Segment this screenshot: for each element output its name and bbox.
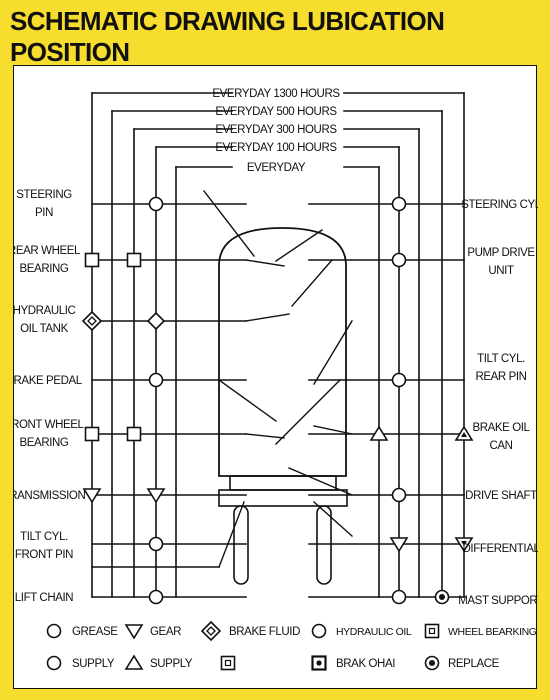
- left-label: TRANSMISSION: [14, 490, 85, 502]
- legend-label: WHEEL BEARKING: [448, 626, 537, 638]
- legend-label: SUPPLY: [150, 658, 193, 670]
- left-label: FRONT PIN: [15, 549, 73, 561]
- lube-marker-triangle-down-filled: [454, 537, 474, 553]
- lube-marker-circle: [148, 589, 164, 605]
- interval-label: EVERYDAY 1300 HOURS: [212, 88, 340, 100]
- interval-label: EVERYDAY 500 HOURS: [215, 106, 337, 118]
- pointer-line: [275, 229, 323, 262]
- right-label: TILT CYL.: [477, 353, 525, 365]
- right-label: DRIVE SHAFT: [465, 490, 537, 502]
- right-label: MAST SUPPORT: [458, 595, 538, 607]
- lube-marker-square: [126, 252, 142, 268]
- lube-marker-circle: [391, 252, 407, 268]
- pointer-line: [218, 501, 245, 568]
- lube-marker-diamond: [146, 311, 166, 331]
- interval-label: EVERYDAY 100 HOURS: [215, 142, 337, 154]
- legend-label: HYDRAULIC OIL: [336, 626, 412, 638]
- right-label: CAN: [489, 440, 512, 452]
- legend-circle-icon: [311, 623, 327, 639]
- pointer-line: [313, 501, 353, 537]
- left-label: BRAKE PEDAL: [14, 375, 83, 387]
- lube-marker-triangle-down: [146, 488, 166, 504]
- lubrication-schematic: EVERYDAY 1300 HOURS EVERYDAY 500 HOURS EVE…: [14, 88, 539, 671]
- lube-marker-triangle-down: [389, 537, 409, 553]
- legend-label: REPLACE: [448, 658, 500, 670]
- legend-triangle-down-icon: [124, 624, 144, 640]
- legend-circle-icon: [46, 623, 62, 639]
- pointer-line: [245, 433, 285, 439]
- left-label: PIN: [35, 207, 53, 219]
- left-label: TILT CYL.: [20, 531, 68, 543]
- legend-triangle-up-icon: [124, 654, 144, 670]
- legend-square-dot-icon: [424, 623, 440, 639]
- right-label: BRAKE OIL: [472, 422, 530, 434]
- title-bar: SCHEMATIC DRAWING LUBICATION POSITION: [10, 6, 540, 67]
- interval-label: EVERYDAY: [247, 162, 306, 174]
- legend-label: GEAR: [150, 626, 181, 638]
- legend-label: BRAKE FLUID: [229, 626, 300, 638]
- left-label: OIL TANK: [20, 323, 68, 335]
- lube-marker-circle: [391, 487, 407, 503]
- left-label: BEARING: [20, 437, 69, 449]
- lube-marker-triangle-up-filled: [454, 425, 474, 441]
- lube-marker-diamond-boxed: [81, 310, 103, 332]
- lube-marker-circle: [391, 589, 407, 605]
- right-label: PUMP DRIVE: [467, 247, 535, 259]
- diagram-panel: EVERYDAY 1300 HOURS EVERYDAY 500 HOURS EVE…: [13, 65, 539, 689]
- lube-marker-circle: [391, 196, 407, 212]
- mast-rail-right: [316, 505, 332, 585]
- lube-marker-circle: [148, 536, 164, 552]
- right-label: DIFFERENTIAL: [463, 543, 539, 555]
- interval-label: EVERYDAY 300 HOURS: [215, 124, 337, 136]
- diagram-title: SCHEMATIC DRAWING LUBICATION POSITION: [10, 6, 445, 67]
- pointer-line: [245, 259, 285, 267]
- left-label: REAR WHEEL: [14, 245, 81, 257]
- legend-label: BRAK OHAI: [336, 658, 395, 670]
- vehicle-frame: [229, 475, 337, 491]
- pointer-line: [275, 379, 341, 445]
- legend-label: GREASE: [72, 626, 118, 638]
- pointer-line: [313, 425, 353, 435]
- lube-marker-circle: [148, 196, 164, 212]
- lube-marker-circle-dot: [434, 589, 450, 605]
- lube-marker-triangle-up: [369, 425, 389, 441]
- lube-marker-square: [84, 252, 100, 268]
- left-label: STEERING: [16, 189, 72, 201]
- lube-marker-triangle-down: [82, 488, 102, 504]
- legend-label: SUPPLY: [72, 658, 115, 670]
- legend-square-dot-bold-icon: [311, 655, 327, 671]
- right-label: STEERING CYL: [461, 199, 538, 211]
- lube-marker-square: [126, 426, 142, 442]
- legend-circle-icon: [46, 655, 62, 671]
- legend-square-dot-icon: [220, 655, 236, 671]
- left-label: HYDRAULIC: [14, 305, 76, 317]
- right-label: UNIT: [488, 265, 514, 277]
- lube-marker-circle: [148, 372, 164, 388]
- vehicle-axle: [218, 489, 348, 507]
- left-label: BEARING: [20, 263, 69, 275]
- left-label: LIFT CHAIN: [15, 592, 74, 604]
- pointer-line: [288, 467, 353, 496]
- pointer-line: [203, 190, 255, 257]
- legend-diamond-boxed-icon: [200, 620, 222, 642]
- legend-circle-dot-icon: [424, 655, 440, 671]
- right-label: REAR PIN: [475, 371, 526, 383]
- mast-rail-left: [233, 505, 249, 585]
- vehicle-body: [218, 227, 347, 477]
- pointer-line: [291, 259, 333, 307]
- left-label: FRONT WHEEL: [14, 419, 85, 431]
- diagram-frame: SCHEMATIC DRAWING LUBICATION POSITION EV…: [10, 6, 540, 692]
- lube-marker-circle: [391, 372, 407, 388]
- pointer-line: [245, 313, 290, 322]
- pointer-line: [313, 320, 353, 385]
- lube-marker-square: [84, 426, 100, 442]
- pointer-line: [218, 379, 277, 422]
